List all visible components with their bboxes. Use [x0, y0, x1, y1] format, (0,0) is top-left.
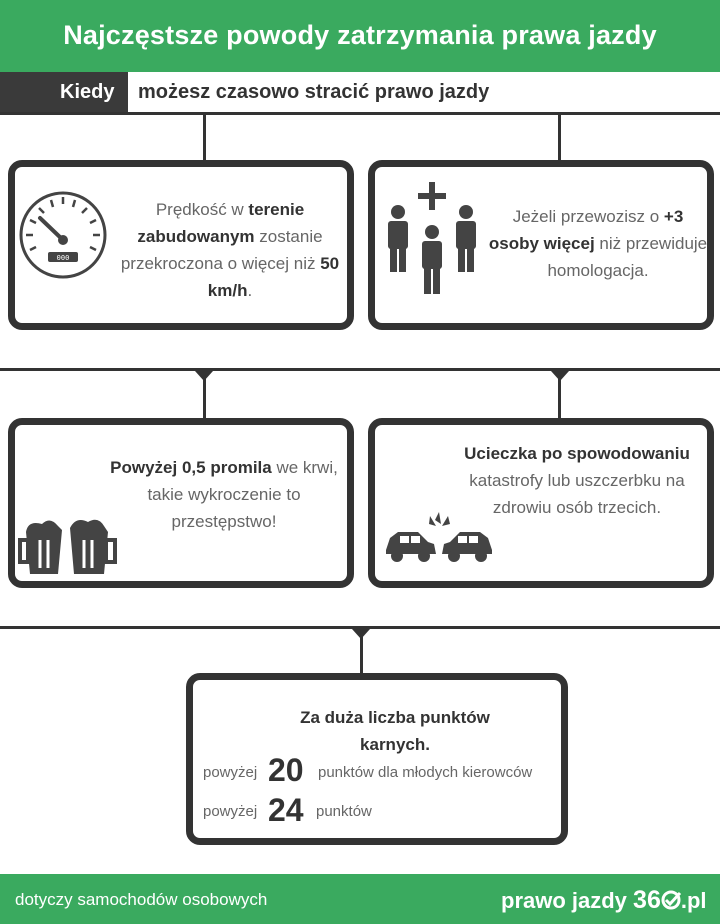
svg-text:000: 000 — [57, 254, 70, 262]
subheader-tag: Kiedy — [0, 72, 128, 112]
points-row2-number: 24 — [268, 792, 304, 828]
card-points-title: Za duża liczba punktów karnych. — [300, 708, 490, 754]
card-passengers-text: Jeżeli przewozisz o +3 osoby więcej niż … — [488, 207, 708, 280]
card-alcohol-text: Powyżej 0,5 promila we krwi, takie wykro… — [110, 458, 338, 531]
footer-note: dotyczy samochodów osobowych — [15, 890, 268, 909]
people-plus-icon — [388, 182, 476, 294]
card-alcohol — [8, 418, 354, 588]
subheader-text: możesz czasowo stracić prawo jazdy — [138, 81, 490, 103]
points-row1-number: 20 — [268, 752, 304, 788]
brand-check-icon — [661, 890, 681, 910]
card-escape-text: Ucieczka po spowodowaniu katastrofy lub … — [464, 444, 690, 517]
beer-mugs-icon — [18, 519, 117, 574]
points-row1-prefix: powyżej — [203, 764, 258, 781]
divider — [0, 112, 720, 115]
points-row1-suffix: punktów dla młodych kierowców — [318, 764, 533, 781]
brand-logo: prawo jazdy 36 .pl — [501, 886, 707, 915]
footer-banner — [0, 874, 720, 924]
brand-tld: .pl — [680, 888, 707, 913]
car-crash-icon — [386, 512, 492, 562]
card-points — [186, 673, 568, 845]
card-escape — [368, 418, 714, 588]
connector-line — [203, 113, 206, 163]
divider — [0, 368, 720, 371]
divider — [0, 626, 720, 629]
speedometer-icon: 000 — [19, 191, 107, 279]
points-row2-prefix: powyżej — [203, 803, 258, 820]
page-title: Najczęstsze powody zatrzymania prawa jaz… — [63, 20, 657, 50]
connector-line — [360, 629, 363, 677]
header-banner: Najczęstsze powody zatrzymania prawa jaz… — [0, 0, 720, 72]
card-speed — [8, 160, 354, 330]
brand-name: prawo jazdy — [501, 888, 634, 913]
card-speed-text: Prędkość w terenie zabudowanym zostanie … — [120, 200, 340, 300]
connector-line — [558, 113, 561, 163]
points-row2-suffix: punktów — [316, 803, 372, 820]
connector-line — [203, 371, 206, 421]
brand-number: 36 — [633, 886, 661, 914]
connector-line — [558, 371, 561, 421]
